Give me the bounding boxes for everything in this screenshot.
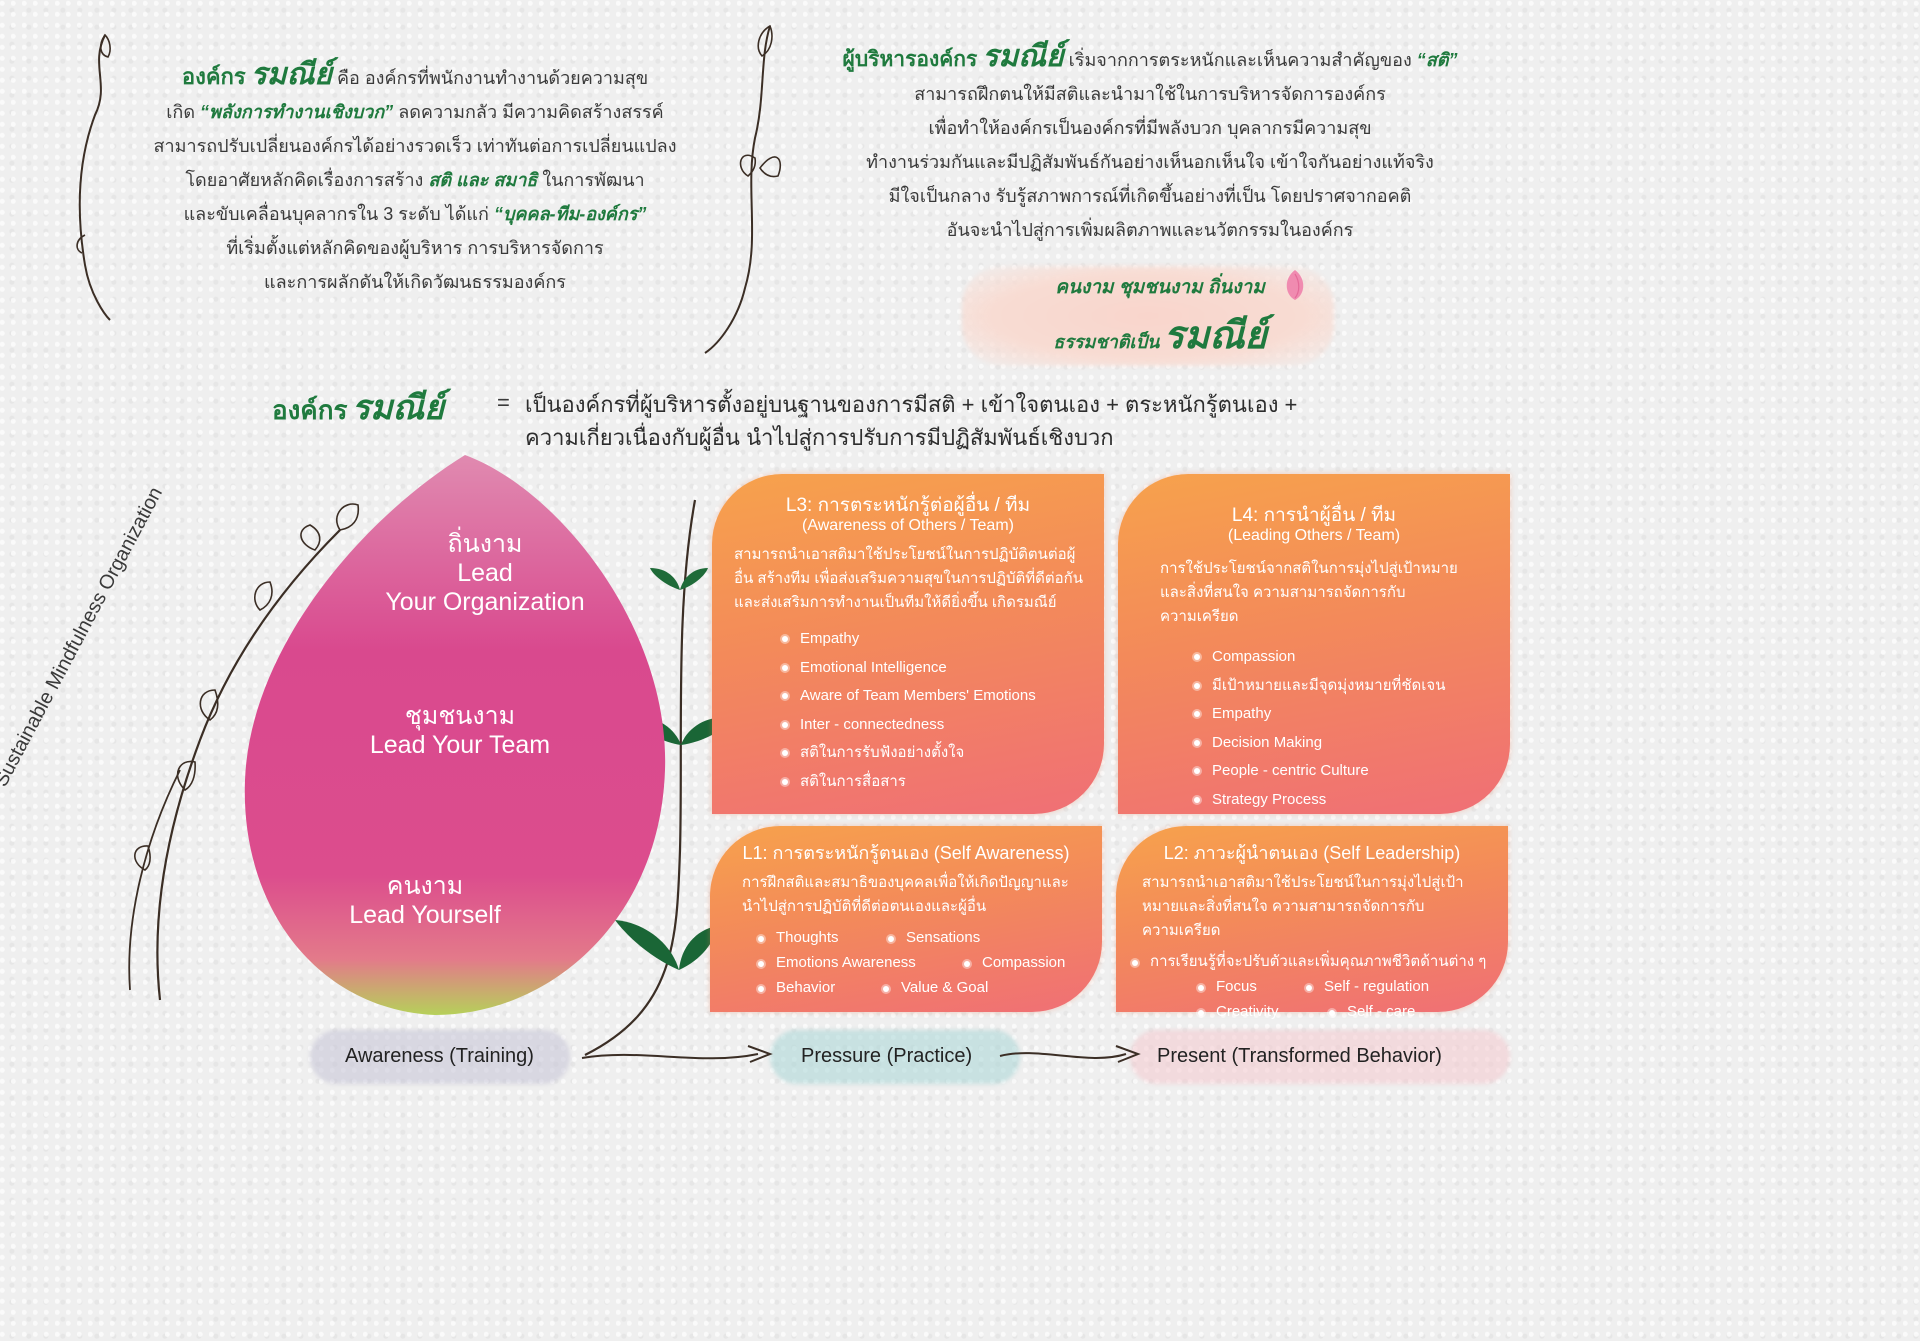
slogan-background-wash xyxy=(962,266,1334,366)
flow-wash-present xyxy=(1130,1030,1510,1084)
card-l3-title: L3: การตระหนักรู้ต่อผู้อื่น / ทีม xyxy=(785,495,1031,516)
definition-equals: = xyxy=(497,390,510,415)
card-l2-title: L2: ภาวะผู้นำตนเอง (Self Leadership) xyxy=(1163,843,1461,863)
intro-left-line7: และการผลักดันให้เกิดวัฒนธรรมองค์กร xyxy=(264,272,566,292)
flow-step-awareness: Awareness (Training) xyxy=(345,1045,534,1067)
lotus-petal-shape xyxy=(244,455,666,1015)
list-item: Empathy xyxy=(782,625,1104,654)
card-l3-awareness-of-others: L3: การตระหนักรู้ต่อผู้อื่น / ทีม (Aware… xyxy=(712,474,1104,814)
card-l4-list: Compassion มีเป้าหมายและมีจุดมุ่งหมายที่… xyxy=(1118,629,1510,814)
intro-left-line2: เกิด “พลังการทำงานเชิงบวก” ลดความกลัว มี… xyxy=(166,102,664,122)
list-item: Focus xyxy=(1198,974,1306,999)
intro-right-line6: อันจะนำไปสู่การเพิ่มผลิตภาพและนวัตกรรมใน… xyxy=(946,220,1354,240)
card-l4-leading-others: L4: การนำผู้อื่น / ทีม (Leading Others /… xyxy=(1118,474,1510,814)
flow-wash-awareness xyxy=(310,1030,570,1084)
intro-right-line5: มีใจเป็นกลาง รับรู้สภาพการณ์ที่เกิดขึ้นอ… xyxy=(888,186,1412,206)
card-l2-description: สามารถนำเอาสติมาใช้ประโยชน์ในการมุ่งไปสู… xyxy=(1142,874,1464,939)
list-item: Empathy xyxy=(1194,700,1510,729)
card-l1-title: L1: การตระหนักรู้ตนเอง (Self Awareness) xyxy=(742,843,1070,863)
list-item: มีเป้าหมายและมีจุดมุ่งหมายที่ชัดเจน xyxy=(1194,672,1510,701)
list-item: People - centric Culture xyxy=(1194,757,1510,786)
list-item: Emotions Awareness xyxy=(758,950,964,975)
lotus-bud-icon xyxy=(1286,270,1304,300)
brand-wordmark: รมณีย์ xyxy=(982,39,1064,74)
brand-wordmark: รมณีย์ xyxy=(250,57,332,92)
card-l4-title: L4: การนำผู้อื่น / ทีม xyxy=(1231,505,1397,526)
intro-paragraph-right: ผู้บริหารองค์กร รมณีย์ เริ่มจากการตระหนั… xyxy=(790,40,1510,247)
intro-right-line4: ทำงานร่วมกันและมีปฏิสัมพันธ์กันอย่างเห็น… xyxy=(866,152,1434,172)
list-item: Creativity xyxy=(1198,999,1329,1024)
flow-step-present: Present (Transformed Behavior) xyxy=(1157,1045,1442,1067)
card-l4-subtitle: (Leading Others / Team) xyxy=(1227,527,1401,544)
petal-level-organization: ถิ่นงาม Lead Your Organization xyxy=(385,530,585,616)
definition-text: เป็นองค์กรที่ผู้บริหารตั้งอยู่บนฐานของกา… xyxy=(525,392,1298,450)
brand-wordmark: รมณีย์ xyxy=(351,388,445,428)
card-l2-self-leadership: L2: ภาวะผู้นำตนเอง (Self Leadership) สาม… xyxy=(1116,826,1508,1020)
vine-center-decoration xyxy=(704,24,782,354)
list-item: Compassion xyxy=(1194,643,1510,672)
slogan-line2: ธรรมชาติเป็น รมณีย์ xyxy=(1053,312,1267,357)
list-item: Strategy Process xyxy=(1194,786,1510,815)
list-item: สติในการรับฟังอย่างตั้งใจ xyxy=(782,739,1104,768)
arrow-right-icon xyxy=(581,1045,773,1063)
intro-left-line5: และขับเคลื่อนบุคลากรใน 3 ระดับ ได้แก่ “บ… xyxy=(183,204,647,224)
list-item: Inter - connectedness xyxy=(782,711,1104,740)
brand-wordmark: รมณีย์ xyxy=(1163,312,1267,357)
intro-paragraph-left: องค์กร รมณีย์ คือ องค์กรที่พนักงานทำงานด… xyxy=(110,58,720,299)
card-l2-list: การเรียนรู้ที่จะปรับตัวและเพิ่มคุณภาพชีว… xyxy=(1116,943,1508,1024)
list-item: การเรียนรู้ที่จะปรับตัวและเพิ่มคุณภาพชีว… xyxy=(1132,949,1508,974)
intro-left-line3: สามารถปรับเปลี่ยนองค์กรได้อย่างรวดเร็ว เ… xyxy=(153,136,677,156)
card-l1-list: Thoughts Sensations Emotions Awareness C… xyxy=(710,919,1102,1000)
slogan-badge: คนงาม ชุมชนงาม ถิ่นงาม ธรรมชาติเป็น รมณี… xyxy=(1000,272,1320,365)
list-item: Aware of Team Members' Emotions xyxy=(782,682,1104,711)
intro-right-line2: สามารถฝึกตนให้มีสติและนำมาใช้ในการบริหาร… xyxy=(914,84,1386,104)
list-item: Compassion xyxy=(964,950,1065,975)
list-item: Emotional Intelligence xyxy=(782,654,1104,683)
definition-term: องค์กร รมณีย์ xyxy=(272,388,445,428)
list-item: Self - care xyxy=(1329,999,1415,1024)
list-item: Thoughts xyxy=(758,925,888,950)
petal-level-self: คนงาม Lead Yourself xyxy=(349,872,501,929)
list-item: Behavior xyxy=(758,975,883,1000)
list-item: Value & Goal xyxy=(883,975,988,1000)
flow-step-pressure: Pressure (Practice) xyxy=(801,1045,973,1067)
petal-level-team: ชุมชนงาม Lead Your Team xyxy=(369,702,551,759)
vine-left-lower-decoration xyxy=(128,503,360,1001)
intro-left-line1: องค์กร รมณีย์ คือ องค์กรที่พนักงานทำงานด… xyxy=(181,57,649,92)
slogan-line1: คนงาม ชุมชนงาม ถิ่นงาม xyxy=(1055,277,1265,298)
list-item: Sensations xyxy=(888,925,980,950)
intro-right-line1: ผู้บริหารองค์กร รมณีย์ เริ่มจากการตระหนั… xyxy=(842,39,1458,74)
card-l1-description: การฝึกสติและสมาธิของบุคคลเพื่อให้เกิดปัญ… xyxy=(742,874,1069,915)
list-item: สติในการสื่อสาร xyxy=(782,768,1104,797)
arrow-right-icon xyxy=(999,1045,1141,1063)
list-item: Decision Making xyxy=(1194,729,1510,758)
card-l3-list: Empathy Emotional Intelligence Aware of … xyxy=(712,615,1104,796)
card-l1-self-awareness: L1: การตระหนักรู้ตนเอง (Self Awareness) … xyxy=(710,826,1102,1012)
intro-left-line6: ที่เริ่มตั้งแต่หลักคิดของผู้บริหาร การบร… xyxy=(226,238,604,258)
card-l3-description: สามารถนำเอาสติมาใช้ประโยชน์ในการปฏิบัติต… xyxy=(734,546,1083,611)
list-item: Self - regulation xyxy=(1306,974,1429,999)
card-l4-description: การใช้ประโยชน์จากสติในการมุ่งไปสู่เป้าหม… xyxy=(1160,560,1458,625)
card-l3-subtitle: (Awareness of Others / Team) xyxy=(802,517,1014,534)
vine-left-decoration xyxy=(76,33,111,321)
flow-wash-pressure xyxy=(770,1030,1020,1084)
intro-right-line3: เพื่อทำให้องค์กรเป็นองค์กรที่มีพลังบวก บ… xyxy=(928,118,1372,138)
intro-left-line4: โดยอาศัยหลักคิดเรื่องการสร้าง สติ และ สม… xyxy=(185,170,645,190)
